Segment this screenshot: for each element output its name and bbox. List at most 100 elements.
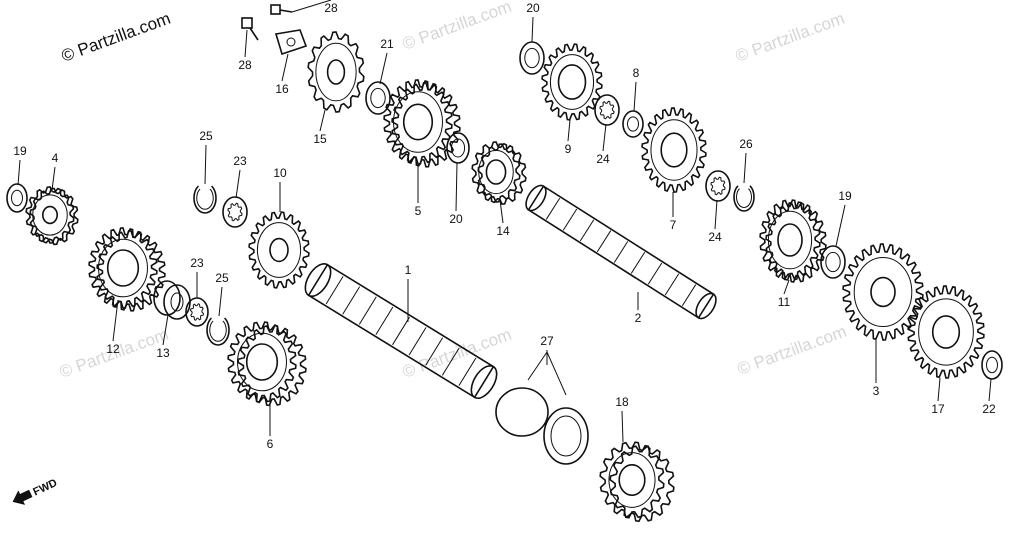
countershaft-2 xyxy=(525,184,717,320)
callout-leader xyxy=(835,204,846,247)
callout-5: 5 xyxy=(415,164,422,218)
callout-28a: 28 xyxy=(238,29,252,72)
watermark-text: © Partzilla.com xyxy=(400,0,514,54)
callout-label: 11 xyxy=(778,295,791,309)
gear-14 xyxy=(471,141,527,205)
copyright-text: © Partzilla.com xyxy=(59,9,173,66)
callout-leader xyxy=(455,162,458,212)
callout-leader xyxy=(291,0,332,13)
callout-label: 21 xyxy=(380,37,394,51)
callout-20a: 20 xyxy=(449,162,463,226)
callout-label: 6 xyxy=(267,437,274,451)
callout-leader xyxy=(17,159,21,186)
washer-20b xyxy=(519,41,545,75)
circlip-25b xyxy=(206,317,230,346)
callout-3: 3 xyxy=(873,340,880,398)
callout-7: 7 xyxy=(670,192,677,232)
callout-label: 24 xyxy=(596,152,610,166)
callout-label: 20 xyxy=(449,212,463,226)
callout-11: 11 xyxy=(778,279,791,309)
callout-1: 1 xyxy=(405,263,412,322)
callout-17: 17 xyxy=(931,377,945,416)
gear-17 xyxy=(907,285,985,379)
gear-10 xyxy=(248,211,310,289)
callout-22: 22 xyxy=(982,378,996,416)
gear-18 xyxy=(599,441,675,523)
callout-leader xyxy=(937,377,941,402)
callout-19b: 19 xyxy=(835,189,852,247)
gear-9 xyxy=(541,43,603,121)
splined-washer-24b xyxy=(705,170,731,202)
splined-washer-23a xyxy=(222,196,248,228)
callout-label: 4 xyxy=(52,151,59,165)
callout-25a: 25 xyxy=(199,129,213,185)
gear-5 xyxy=(383,79,461,168)
callout-label: 28 xyxy=(238,58,252,72)
callout-4: 4 xyxy=(51,151,59,191)
mainshaft-1 xyxy=(304,263,498,399)
callout-label: 3 xyxy=(873,384,880,398)
callout-label: 13 xyxy=(156,346,170,360)
gear-15 xyxy=(307,31,365,113)
fwd-arrow-icon xyxy=(12,489,33,505)
callout-bracket-27 xyxy=(527,350,567,396)
callouts-group: 19 4 25 23 10 12 13 23 25 6 28 28 16 15 21 5 20 14 1 22 7 18 2… xyxy=(13,0,996,451)
callout-25b: 25 xyxy=(215,271,229,317)
callout-label: 15 xyxy=(313,132,327,146)
callout-leader xyxy=(112,299,119,342)
callout-leader xyxy=(783,279,790,295)
callout-26: 26 xyxy=(739,137,753,184)
callout-label: 24 xyxy=(708,230,722,244)
gear-11 xyxy=(759,199,827,283)
washer-22 xyxy=(981,350,1003,380)
callout-leader xyxy=(714,199,718,230)
callout-label: 25 xyxy=(215,271,229,285)
callout-label: 23 xyxy=(233,154,247,168)
parts-group xyxy=(6,4,1003,523)
callout-label: 23 xyxy=(190,256,204,270)
callout-leader xyxy=(204,144,207,185)
callout-21: 21 xyxy=(379,37,394,85)
gear-12 xyxy=(88,227,166,312)
callout-28b: 28 xyxy=(291,0,338,15)
gear-4 xyxy=(25,186,79,246)
splined-washer-23b xyxy=(185,297,209,327)
callout-leader xyxy=(218,286,223,317)
callout-leader xyxy=(162,314,169,346)
callout-leader xyxy=(531,16,534,43)
callout-label: 26 xyxy=(739,137,753,151)
callout-12: 12 xyxy=(106,299,120,356)
fwd-indicator: FWD xyxy=(12,477,59,505)
callout-label: 22 xyxy=(982,402,996,416)
callout-leader xyxy=(281,53,289,82)
callout-leader xyxy=(633,81,637,112)
washer-19a xyxy=(6,183,28,213)
callout-10: 10 xyxy=(273,166,287,212)
fwd-label: FWD xyxy=(31,477,59,498)
callout-18: 18 xyxy=(615,395,629,443)
callout-label: 19 xyxy=(13,144,27,158)
callout-14: 14 xyxy=(496,199,510,238)
callout-label: 19 xyxy=(838,189,852,203)
callout-label: 20 xyxy=(526,1,540,15)
needle-bearing-27 xyxy=(495,387,589,465)
callout-label: 14 xyxy=(496,224,510,238)
callout-20b: 20 xyxy=(526,1,540,43)
callout-24a: 24 xyxy=(596,123,610,166)
circlip-25a xyxy=(193,185,217,214)
callout-label: 25 xyxy=(199,129,213,143)
callout-16: 16 xyxy=(275,53,289,96)
callout-label: 18 xyxy=(615,395,629,409)
washer-20a xyxy=(446,132,470,164)
callout-leader xyxy=(743,152,747,184)
callout-label: 16 xyxy=(275,82,289,96)
splined-washer-24a xyxy=(594,94,620,126)
callout-leader xyxy=(235,169,241,199)
callout-13: 13 xyxy=(156,314,170,360)
callout-6: 6 xyxy=(267,400,274,451)
callout-leader xyxy=(319,109,326,132)
callout-label: 1 xyxy=(405,263,412,277)
callout-label: 9 xyxy=(565,142,572,156)
callout-label: 10 xyxy=(273,166,287,180)
